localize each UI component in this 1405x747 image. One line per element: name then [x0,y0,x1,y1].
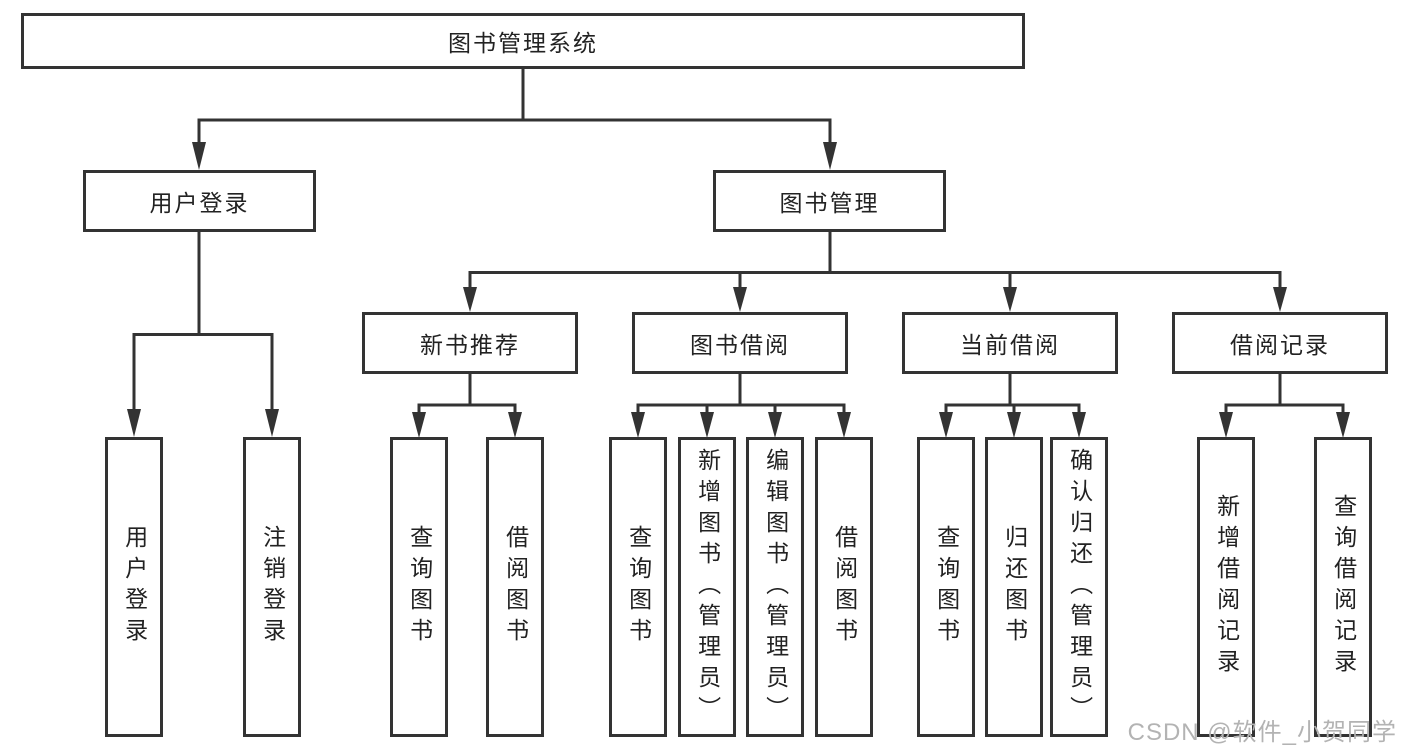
node-new-book-recommend-label: 新书推荐 [420,332,520,358]
node-user-login-label: 用户登录 [149,190,250,216]
node-root-system: 图书管理系统 [21,13,1025,69]
node-borrow-records: 借阅记录 [1172,312,1388,374]
leaf-add-borrow-record: 新增借阅记录 [1197,437,1255,737]
node-current-borrow-label: 当前借阅 [960,332,1060,358]
node-new-book-recommend: 新书推荐 [362,312,578,374]
leaf-query-books-2: 查询图书 [609,437,667,737]
leaf-query-books-1: 查询图书 [390,437,448,737]
leaf-add-books-admin: 新增图书（管理员） [678,437,736,737]
leaf-query-books-3-label: 查询图书 [933,525,960,649]
csdn-watermark: CSDN @软件_小贺同学 [1127,719,1397,746]
leaf-confirm-return-admin: 确认归还（管理员） [1050,437,1108,737]
leaf-logout-label: 注销登录 [259,525,286,649]
leaf-confirm-return-admin-label: 确认归还（管理员） [1066,447,1093,727]
leaf-edit-books-admin-label: 编辑图书（管理员） [762,447,789,727]
leaf-query-borrow-record-label: 查询借阅记录 [1330,494,1357,680]
leaf-query-books-1-label: 查询图书 [406,525,433,649]
node-user-login: 用户登录 [83,170,316,232]
node-current-borrow: 当前借阅 [902,312,1118,374]
leaf-query-books-3: 查询图书 [917,437,975,737]
leaf-borrow-books-2: 借阅图书 [815,437,873,737]
leaf-user-login-label: 用户登录 [121,525,148,649]
leaf-borrow-books-1: 借阅图书 [486,437,544,737]
node-book-borrow-label: 图书借阅 [690,332,790,358]
node-book-borrow: 图书借阅 [632,312,848,374]
node-root-system-label: 图书管理系统 [448,30,598,56]
leaf-logout: 注销登录 [243,437,301,737]
leaf-return-books: 归还图书 [985,437,1043,737]
node-book-management: 图书管理 [713,170,946,232]
leaf-user-login: 用户登录 [105,437,163,737]
leaf-query-borrow-record: 查询借阅记录 [1314,437,1372,737]
leaf-borrow-books-2-label: 借阅图书 [831,525,858,649]
node-book-management-label: 图书管理 [779,190,880,216]
leaf-edit-books-admin: 编辑图书（管理员） [746,437,804,737]
node-borrow-records-label: 借阅记录 [1230,332,1330,358]
leaf-query-books-2-label: 查询图书 [625,525,652,649]
leaf-add-borrow-record-label: 新增借阅记录 [1213,494,1240,680]
leaf-add-books-admin-label: 新增图书（管理员） [694,447,721,727]
leaf-return-books-label: 归还图书 [1001,525,1028,649]
leaf-borrow-books-1-label: 借阅图书 [502,525,529,649]
